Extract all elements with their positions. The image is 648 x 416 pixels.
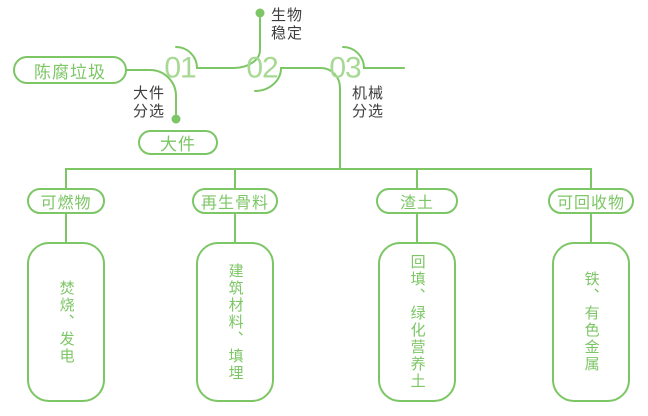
stage3-label: 机械 分选	[352, 85, 384, 121]
box-recycled-aggregate-use: 建筑材料、填埋	[196, 242, 274, 402]
stage3-label-line1: 机械	[352, 85, 385, 102]
stage1-label: 大件 分选	[133, 85, 165, 121]
box-recycled-aggregate-use-text: 建筑材料、填埋	[226, 262, 244, 382]
road-stage1-to-stage2	[175, 17, 261, 69]
box-recyclables-use-text: 铁、有色金属	[582, 271, 600, 373]
node-bulky: 大件	[138, 130, 218, 155]
stage2-label-line2: 稳定	[271, 25, 304, 42]
node-slag-soil: 渣土	[376, 188, 458, 214]
node-recycled-aggregate: 再生骨料	[192, 188, 278, 214]
node-bulky-label: 大件	[160, 135, 196, 154]
box-slag-soil-use: 回填、绿化营养土	[378, 242, 456, 402]
stage1-label-line2: 分选	[133, 103, 166, 120]
stage-number-03: 03	[329, 51, 361, 85]
node-combustibles: 可燃物	[27, 188, 105, 214]
stage1-label-line1: 大件	[133, 85, 166, 102]
branch-dot-bio	[255, 8, 265, 18]
node-recyclables: 可回收物	[548, 188, 634, 214]
stage2-label-line1: 生物	[271, 7, 304, 24]
node-combustibles-label: 可燃物	[40, 195, 92, 212]
node-recyclables-label: 可回收物	[556, 195, 625, 212]
road-stage2-to-stage3	[254, 67, 341, 170]
node-recycled-aggregate-label: 再生骨料	[200, 195, 269, 212]
road-source-to-stage1	[126, 69, 177, 115]
road-stage3-out	[342, 46, 405, 69]
stage3-label-line2: 分选	[352, 103, 385, 120]
node-source: 陈腐垃圾	[13, 56, 127, 84]
box-combustibles-use: 焚烧、发电	[27, 242, 105, 402]
node-source-label: 陈腐垃圾	[34, 62, 106, 82]
box-combustibles-use-text: 焚烧、发电	[57, 279, 75, 365]
stage-number-02: 02	[246, 51, 278, 85]
box-slag-soil-use-text: 回填、绿化营养土	[408, 254, 426, 390]
stage2-label: 生物 稳定	[271, 7, 303, 43]
node-slag-soil-label: 渣土	[399, 195, 434, 212]
stage-number-01: 01	[164, 51, 196, 85]
pill-box-connectors	[65, 213, 592, 243]
box-recyclables-use: 铁、有色金属	[552, 242, 630, 402]
branch-dot-bulky	[171, 114, 181, 124]
distribution-tree	[65, 168, 592, 189]
